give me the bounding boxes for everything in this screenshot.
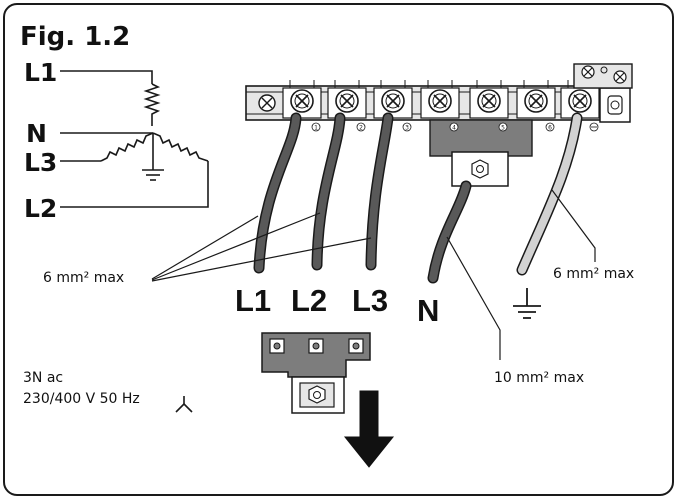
- earth-symbol-icon: [513, 288, 541, 319]
- neutral-clamp-screw-icon: [471, 159, 489, 179]
- figure-title: Fig. 1.2: [20, 22, 131, 52]
- cables: [253, 112, 583, 284]
- bridge-screw-icon: [308, 385, 326, 404]
- terminal-label-l2: L2: [291, 283, 328, 318]
- neutral-bridge-plate: [429, 119, 533, 157]
- terminal-number: 2: [359, 125, 363, 132]
- schematic-label-n: N: [26, 119, 47, 148]
- figure-frame: [3, 3, 674, 496]
- phase-cable-note: 6 mm² max: [43, 270, 125, 286]
- leader-lines: [151, 189, 596, 360]
- terminal-number: 4: [452, 125, 456, 132]
- neutral-cable-note: 10 mm² max: [494, 370, 585, 386]
- bridge-link: [261, 332, 371, 414]
- terminal-block: 1 2 3 4 5 6: [245, 63, 633, 187]
- schematic-label-l2: L2: [24, 194, 58, 223]
- l2-lead: [60, 161, 209, 208]
- star-connection-icon: [175, 396, 193, 413]
- schematic-earth-icon: [142, 169, 164, 181]
- schematic-label-l1: L1: [24, 58, 58, 87]
- schematic-label-l3: L3: [24, 148, 58, 177]
- terminal-number: 3: [405, 125, 409, 132]
- terminal-label-l3: L3: [352, 283, 389, 318]
- terminal-number: 6: [548, 125, 552, 132]
- terminal-label-l1: L1: [235, 283, 272, 318]
- earth-cable-note: 6 mm² max: [553, 266, 635, 282]
- supply-line-2: 230/400 V 50 Hz: [23, 391, 140, 407]
- down-arrow-icon: [343, 390, 395, 468]
- l2-coil: [152, 132, 209, 162]
- terminal-number: 5: [501, 125, 505, 132]
- star-schematic: [60, 70, 209, 208]
- terminal-label-n: N: [417, 293, 440, 328]
- l1-lead: [60, 70, 153, 84]
- l1-coil: [143, 83, 161, 126]
- terminal-number: 1: [314, 125, 318, 132]
- l3-coil: [100, 132, 154, 162]
- supply-line-1: 3N ac: [23, 370, 64, 386]
